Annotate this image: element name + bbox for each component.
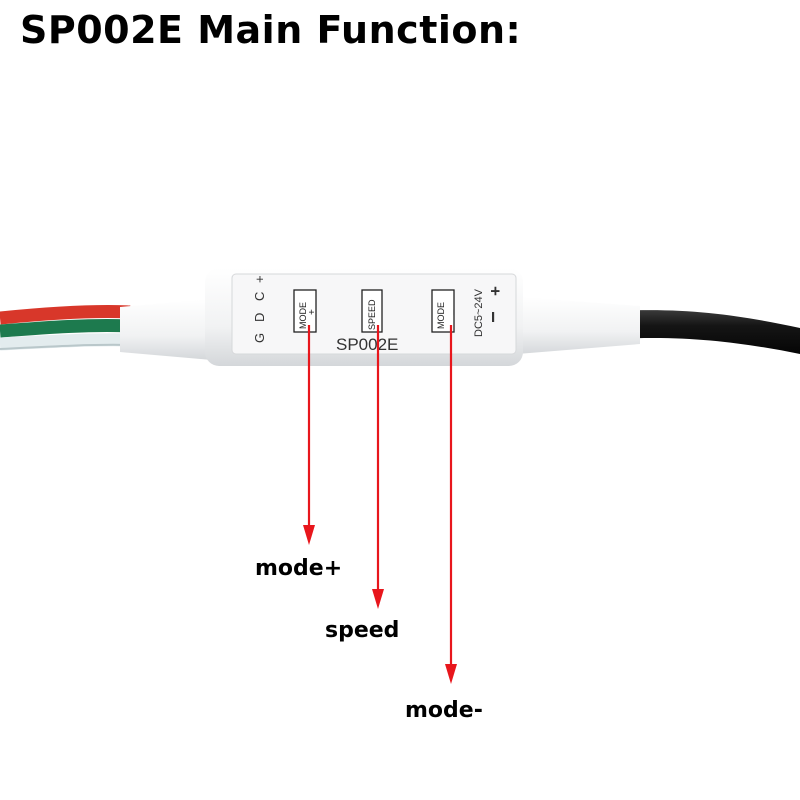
power-plus-sign: + — [486, 286, 505, 296]
mode-plus-button-sign: + — [307, 309, 318, 315]
arrow-mode-plus — [303, 325, 315, 545]
red-wire — [0, 304, 131, 325]
power-cable — [600, 310, 800, 354]
arrow-speed — [372, 325, 384, 609]
voltage-label: DC5~24V — [473, 288, 485, 337]
wire-bundle — [0, 304, 131, 351]
speed-button-label: SPEED — [367, 299, 377, 330]
mode-plus-button[interactable]: MODE + — [293, 289, 318, 333]
left-sleeve — [120, 299, 212, 360]
pin-label-d: D — [252, 313, 267, 322]
pin-label-g: G — [252, 333, 267, 343]
power-minus-sign: I — [491, 309, 495, 326]
arrow-mode-minus — [445, 325, 457, 684]
mode-minus-callout: mode- — [405, 698, 483, 723]
green-wire — [0, 318, 131, 338]
mode-minus-button[interactable]: MODE _ — [431, 289, 455, 333]
page-title: SP002E Main Function: — [20, 8, 522, 52]
callout-arrows — [303, 325, 457, 684]
right-sleeve — [505, 296, 640, 355]
speed-callout: speed — [325, 618, 400, 643]
model-label: SP002E — [336, 335, 398, 354]
mode-plus-button-label: MODE — [298, 302, 308, 329]
mode-plus-callout: mode+ — [255, 556, 343, 581]
white-wire — [0, 333, 131, 351]
pin-label-plus: + — [252, 275, 267, 283]
power-spec: DC5~24V + I — [473, 286, 505, 337]
speed-button[interactable]: SPEED — [361, 289, 383, 333]
pin-labels: G D C + — [252, 275, 267, 343]
mode-minus-button-label: MODE — [436, 302, 446, 329]
pin-label-c: C — [252, 292, 267, 301]
mode-minus-button-sign: _ — [444, 309, 455, 316]
